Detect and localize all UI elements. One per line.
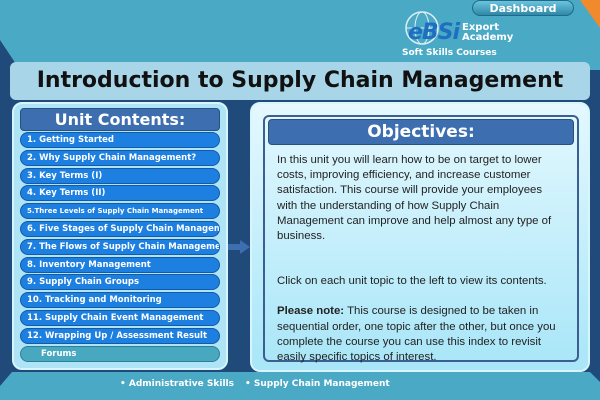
arrow-right-icon <box>228 240 250 254</box>
unit-contents-title: Unit Contents: <box>20 108 220 131</box>
unit-item[interactable]: 2. Why Supply Chain Management? <box>20 149 220 166</box>
footer-bar <box>0 372 600 400</box>
logo-tagline: Soft Skills Courses <box>402 48 497 58</box>
forums-button[interactable]: Forums <box>20 345 220 362</box>
objectives-title: Objectives: <box>268 119 574 145</box>
globe-icon <box>405 11 439 45</box>
logo-brand: eBSi <box>408 20 460 45</box>
objectives-intro: In this unit you will learn how to be on… <box>277 154 552 243</box>
objectives-note: Please note: This course is designed to … <box>277 305 556 364</box>
unit-item[interactable]: 9. Supply Chain Groups <box>20 274 220 291</box>
unit-item[interactable]: 4. Key Terms (II) <box>20 185 220 202</box>
dashboard-button[interactable]: Dashboard <box>472 0 574 16</box>
unit-item[interactable]: 11. Supply Chain Event Management <box>20 309 220 326</box>
footer-link-supply-chain-management[interactable]: • Supply Chain Management <box>245 379 390 389</box>
unit-item[interactable]: 3. Key Terms (I) <box>20 167 220 184</box>
unit-item[interactable]: 1. Getting Started <box>20 132 220 148</box>
page-title: Introduction to Supply Chain Management <box>10 62 590 100</box>
unit-item[interactable]: 8. Inventory Management <box>20 256 220 273</box>
unit-item[interactable]: 6. Five Stages of Supply Chain Managemen… <box>20 220 220 237</box>
footer-link-administrative-skills[interactable]: • Administrative Skills <box>120 379 234 389</box>
objectives-panel: Objectives: In this unit you will learn … <box>250 102 590 372</box>
unit-item[interactable]: 12. Wrapping Up / Assessment Result <box>20 327 220 344</box>
objectives-instruction: Click on each unit topic to the left to … <box>277 275 547 288</box>
unit-item[interactable]: 7. The Flows of Supply Chain Management <box>20 238 220 255</box>
unit-item[interactable]: 5.Three Levels of Supply Chain Managemen… <box>20 203 220 220</box>
unit-item[interactable]: 10. Tracking and Monitoring <box>20 292 220 309</box>
